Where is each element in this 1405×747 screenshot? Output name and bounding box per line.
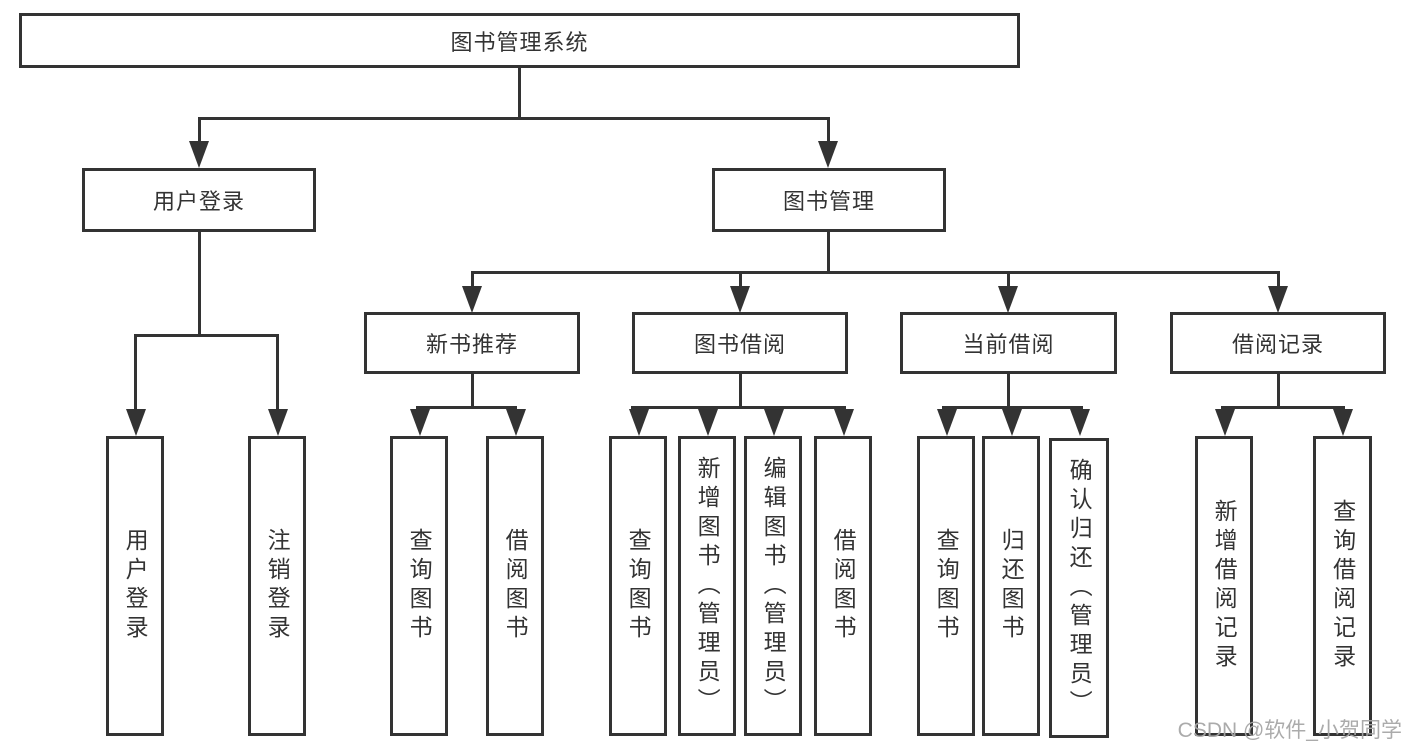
leaf-cb-query-books-label: 查询图书 xyxy=(933,528,960,644)
leaf-rec-borrow-books-label: 借阅图书 xyxy=(502,528,529,644)
csdn-watermark: CSDN @软件_小贺同学 xyxy=(1177,719,1402,742)
arrowhead-book-mgmt xyxy=(818,141,838,168)
arrowhead-rec-borrow xyxy=(506,409,526,436)
connector-drop-current-borrow xyxy=(1007,271,1010,288)
leaf-logout-label: 注销登录 xyxy=(264,528,291,644)
leaf-bb-borrow-books: 借阅图书 xyxy=(814,436,872,736)
leaf-bb-add-books-label: 新增图书（管理员） xyxy=(694,455,721,717)
leaf-cb-return-books-label: 归还图书 xyxy=(998,528,1025,644)
arrowhead-bb-edit xyxy=(764,409,784,436)
connector-drop-borrow-record xyxy=(1277,271,1280,288)
node-book-borrow-label: 图书借阅 xyxy=(693,332,786,357)
node-user-login: 用户登录 xyxy=(82,168,316,232)
arrowhead-bb-add xyxy=(698,409,718,436)
node-new-book-rec: 新书推荐 xyxy=(364,312,580,374)
connector-level3-rail xyxy=(471,271,1279,274)
arrowhead-bb-query xyxy=(629,409,649,436)
connector-borrow-record-rail xyxy=(1221,406,1345,409)
connector-book-borrow-stem xyxy=(739,372,742,409)
connector-book-borrow-rail xyxy=(631,406,846,409)
leaf-logout: 注销登录 xyxy=(248,436,306,736)
arrowhead-borrow-record xyxy=(1268,286,1288,313)
connector-root-stem xyxy=(518,66,521,119)
connector-book-mgmt-stem xyxy=(827,230,830,273)
node-borrow-record-label: 借阅记录 xyxy=(1231,332,1324,357)
node-current-borrow-label: 当前借阅 xyxy=(962,332,1055,357)
leaf-rec-query-books-label: 查询图书 xyxy=(406,528,433,644)
arrowhead-cb-query xyxy=(937,409,957,436)
leaf-rec-borrow-books: 借阅图书 xyxy=(486,436,544,736)
leaf-cb-confirm-return: 确认归还（管理员） xyxy=(1049,438,1109,738)
connector-current-borrow-stem xyxy=(1007,372,1010,409)
leaf-bb-edit-books: 编辑图书（管理员） xyxy=(744,436,802,736)
leaf-br-query-record-label: 查询借阅记录 xyxy=(1329,499,1356,673)
arrowhead-br-query xyxy=(1333,409,1353,436)
leaf-bb-query-books-label: 查询图书 xyxy=(625,528,652,644)
leaf-bb-query-books: 查询图书 xyxy=(609,436,667,736)
node-borrow-record: 借阅记录 xyxy=(1170,312,1386,374)
node-book-mgmt: 图书管理 xyxy=(712,168,946,232)
arrowhead-bb-borrow xyxy=(834,409,854,436)
connector-borrow-record-stem xyxy=(1277,372,1280,409)
leaf-bb-borrow-books-label: 借阅图书 xyxy=(830,528,857,644)
connector-drop-user-login xyxy=(198,117,201,144)
connector-drop-book-mgmt xyxy=(827,117,830,144)
node-current-borrow: 当前借阅 xyxy=(900,312,1117,374)
node-book-mgmt-label: 图书管理 xyxy=(782,189,875,214)
connector-drop-leaf-logout xyxy=(276,334,279,412)
arrowhead-br-add xyxy=(1215,409,1235,436)
leaf-br-query-record: 查询借阅记录 xyxy=(1313,436,1372,736)
leaf-cb-query-books: 查询图书 xyxy=(917,436,975,736)
leaf-rec-query-books: 查询图书 xyxy=(390,436,448,736)
connector-new-book-rec-stem xyxy=(471,372,474,409)
connector-drop-new-book-rec xyxy=(471,271,474,288)
arrowhead-new-book-rec xyxy=(462,286,482,313)
leaf-bb-add-books: 新增图书（管理员） xyxy=(678,436,736,736)
node-book-borrow: 图书借阅 xyxy=(632,312,848,374)
connector-drop-leaf-login xyxy=(134,334,137,412)
connector-current-borrow-rail xyxy=(942,406,1083,409)
leaf-cb-return-books: 归还图书 xyxy=(982,436,1040,736)
arrowhead-book-borrow xyxy=(730,286,750,313)
node-user-login-label: 用户登录 xyxy=(152,189,245,214)
connector-level2-rail xyxy=(198,117,830,120)
leaf-bb-edit-books-label: 编辑图书（管理员） xyxy=(760,455,787,717)
node-new-book-rec-label: 新书推荐 xyxy=(425,332,518,357)
leaf-user-login-label: 用户登录 xyxy=(122,528,149,644)
arrowhead-leaf-logout xyxy=(268,409,288,436)
leaf-br-add-record-label: 新增借阅记录 xyxy=(1211,499,1238,673)
connector-user-login-rail xyxy=(134,334,279,337)
leaf-cb-confirm-return-label: 确认归还（管理员） xyxy=(1066,457,1093,719)
arrowhead-cb-return xyxy=(1002,409,1022,436)
arrowhead-rec-query xyxy=(410,409,430,436)
connector-new-book-rec-rail xyxy=(416,406,517,409)
node-root: 图书管理系统 xyxy=(19,13,1020,68)
arrowhead-user-login xyxy=(189,141,209,168)
leaf-user-login: 用户登录 xyxy=(106,436,164,736)
node-root-label: 图书管理系统 xyxy=(450,29,589,55)
arrowhead-current-borrow xyxy=(998,286,1018,313)
leaf-br-add-record: 新增借阅记录 xyxy=(1195,436,1253,736)
arrowhead-leaf-login xyxy=(126,409,146,436)
arrowhead-cb-confirm xyxy=(1070,409,1090,436)
connector-user-login-stem xyxy=(198,230,201,336)
connector-drop-book-borrow xyxy=(739,271,742,288)
